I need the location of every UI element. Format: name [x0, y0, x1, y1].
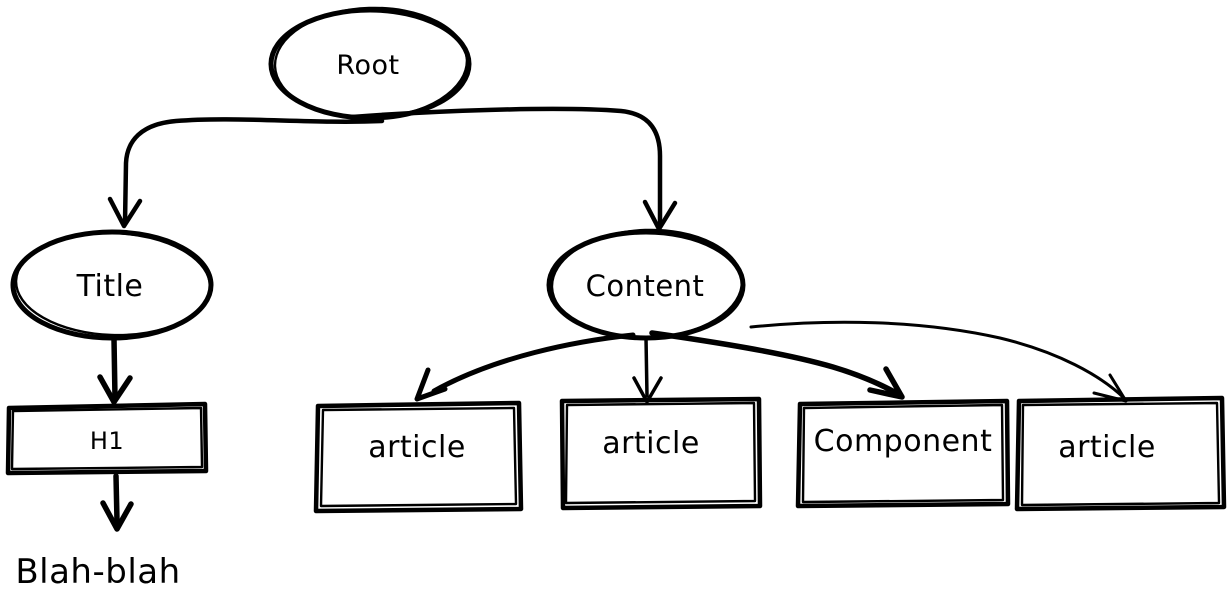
- node-label: article: [1058, 430, 1156, 465]
- node-article-2[interactable]: article: [559, 396, 763, 511]
- edge-line: [431, 332, 636, 394]
- node-title[interactable]: Title: [10, 229, 214, 341]
- article-3-rect: [1014, 395, 1227, 512]
- root-ellipse-sketch: [273, 6, 469, 120]
- node-component[interactable]: Component: [795, 398, 1011, 509]
- edge-root-content[interactable]: [349, 106, 678, 232]
- node-label: Blah-blah: [15, 552, 180, 592]
- node-h1[interactable]: H1: [5, 401, 209, 476]
- content-ellipse-sketch: [550, 228, 744, 340]
- edge-line: [749, 320, 1126, 400]
- node-article-1[interactable]: article: [313, 400, 524, 514]
- edge-line: [111, 336, 118, 401]
- h1-rect: [5, 401, 209, 476]
- node-article-3[interactable]: article: [1014, 395, 1227, 512]
- edge-content-component[interactable]: [649, 330, 905, 400]
- node-label: article: [368, 430, 466, 465]
- arrowhead-icon: [100, 500, 134, 532]
- article-2-rect: [559, 396, 763, 511]
- article-3-rect-sketch: [1020, 401, 1221, 507]
- edge-content-article-2[interactable]: [632, 336, 663, 404]
- component-rect-sketch: [801, 403, 1005, 504]
- node-label: article: [602, 426, 700, 461]
- edge-line: [649, 330, 901, 397]
- node-label: Content: [586, 269, 705, 303]
- node-label: Title: [76, 269, 144, 304]
- edge-line: [644, 336, 649, 398]
- node-label: Root: [336, 50, 399, 81]
- arrowhead-icon: [97, 374, 133, 405]
- node-root[interactable]: Root: [268, 5, 472, 122]
- h1-rect-sketch: [10, 406, 204, 471]
- edge-line: [349, 106, 663, 228]
- arrowhead-icon: [867, 366, 905, 400]
- edge-line: [113, 473, 120, 524]
- edge-title-h1[interactable]: [97, 336, 133, 405]
- node-blah-blah[interactable]: Blah-blah: [15, 552, 180, 592]
- arrowhead-icon: [414, 367, 448, 402]
- component-rect: [795, 398, 1011, 509]
- node-content[interactable]: Content: [546, 227, 746, 342]
- arrowhead-icon: [107, 196, 143, 229]
- article-2-rect-sketch: [564, 401, 757, 505]
- node-label: H1: [90, 427, 124, 455]
- edge-content-article-1[interactable]: [414, 332, 636, 402]
- title-ellipse-sketch: [14, 231, 212, 337]
- edge-line: [122, 117, 385, 226]
- edge-h1-blah[interactable]: [100, 473, 134, 532]
- node-label: Component: [814, 424, 993, 459]
- article-1-rect-sketch: [319, 406, 518, 508]
- article-1-rect: [313, 400, 524, 514]
- edge-root-title[interactable]: [107, 117, 385, 229]
